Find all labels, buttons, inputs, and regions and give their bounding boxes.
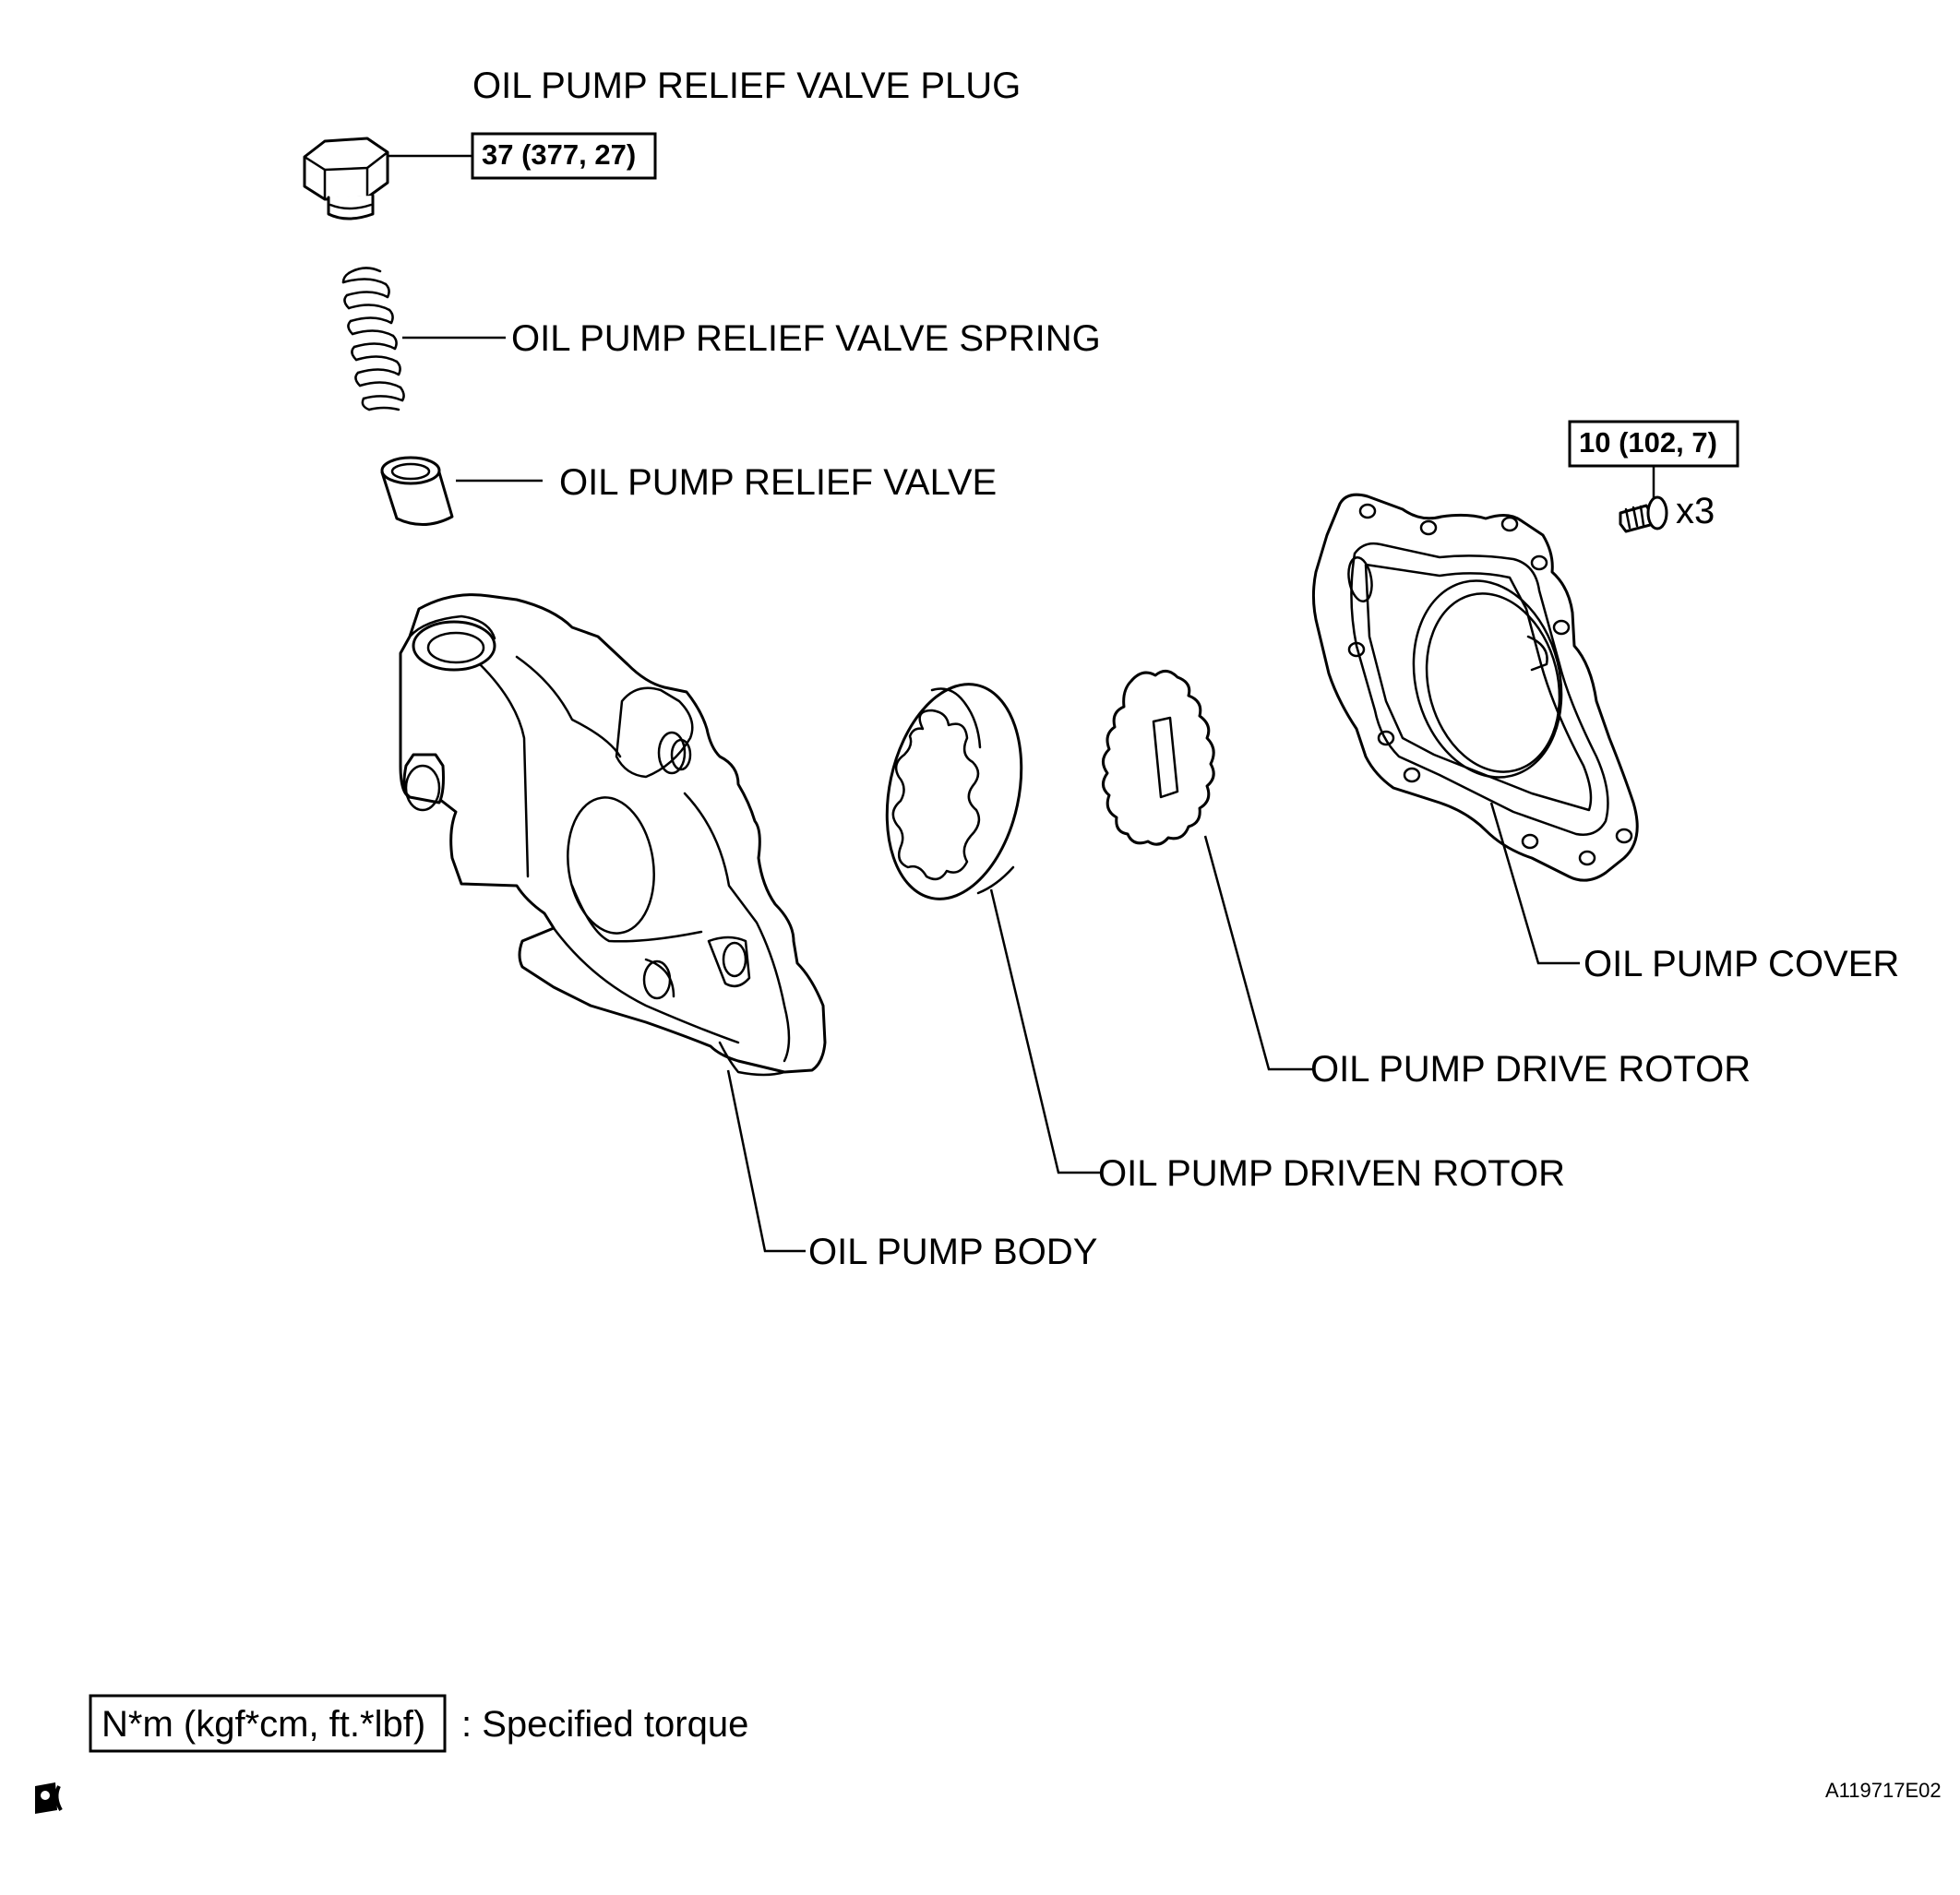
- label-driven-rotor: OIL PUMP DRIVEN ROTOR: [1098, 1153, 1565, 1194]
- legend-box: [89, 1694, 447, 1753]
- quantity-cover-bolt: x3: [1676, 491, 1715, 531]
- cover-bolt: [1619, 495, 1668, 533]
- label-drive-rotor: OIL PUMP DRIVE ROTOR: [1310, 1049, 1751, 1090]
- relief-valve: [380, 456, 454, 527]
- body-leader: [726, 1069, 806, 1253]
- label-relief-valve-plug: OIL PUMP RELIEF VALVE PLUG: [472, 66, 1021, 106]
- figure-code: A119717E02: [1825, 1779, 1942, 1802]
- oil-pump-body: [399, 593, 827, 1077]
- relief-valve-spring: [341, 267, 405, 411]
- drive-rotor-leader: [1203, 835, 1312, 1071]
- torque-box-plug: [471, 132, 657, 180]
- legend-text: : Specified torque: [461, 1704, 748, 1745]
- label-relief-valve: OIL PUMP RELIEF VALVE: [559, 462, 997, 503]
- label-relief-valve-spring: OIL PUMP RELIEF VALVE SPRING: [511, 318, 1101, 359]
- torque-cover-bolt: 10 (102, 7): [1579, 426, 1717, 459]
- label-oil-pump-cover: OIL PUMP COVER: [1584, 944, 1899, 984]
- manual-mark-icon: [35, 1782, 63, 1814]
- driven-rotor-leader: [989, 888, 1100, 1174]
- oil-pump-cover: [1311, 493, 1639, 882]
- legend-unit: N*m (kgf*cm, ft.*lbf): [102, 1704, 425, 1745]
- oil-pump-drive-rotor: [1102, 670, 1215, 846]
- cover-leader: [1489, 802, 1580, 965]
- torque-box-cover-bolt: [1568, 420, 1739, 468]
- oil-pump-driven-rotor: [885, 683, 1023, 900]
- relief-valve-plug: [303, 137, 389, 220]
- label-oil-pump-body: OIL PUMP BODY: [808, 1232, 1097, 1272]
- torque-plug: 37 (377, 27): [482, 138, 636, 171]
